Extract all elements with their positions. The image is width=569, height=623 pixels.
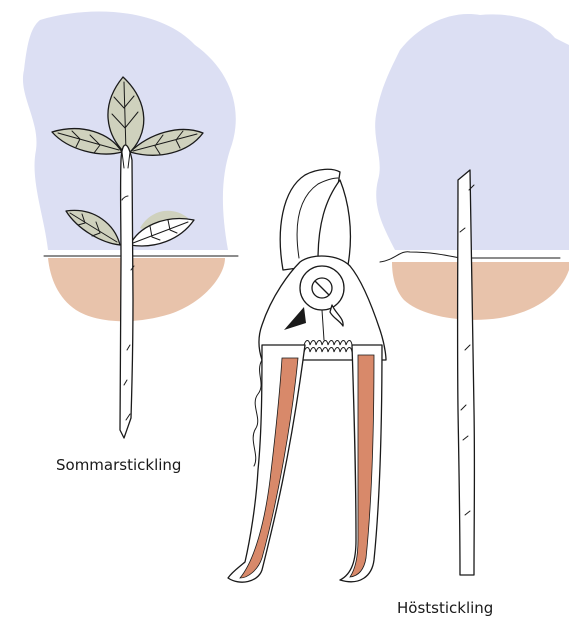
summer-cutting-label: Sommarstickling	[56, 456, 181, 474]
pruning-shears	[228, 169, 386, 582]
autumn-cutting-scene	[375, 14, 569, 575]
soil-left	[48, 258, 225, 321]
summer-stem	[120, 145, 133, 438]
autumn-cutting-label: Höststickling	[397, 599, 493, 617]
summer-cutting-scene	[23, 12, 238, 438]
sky-background-right	[375, 14, 569, 250]
soil-right	[392, 262, 569, 320]
